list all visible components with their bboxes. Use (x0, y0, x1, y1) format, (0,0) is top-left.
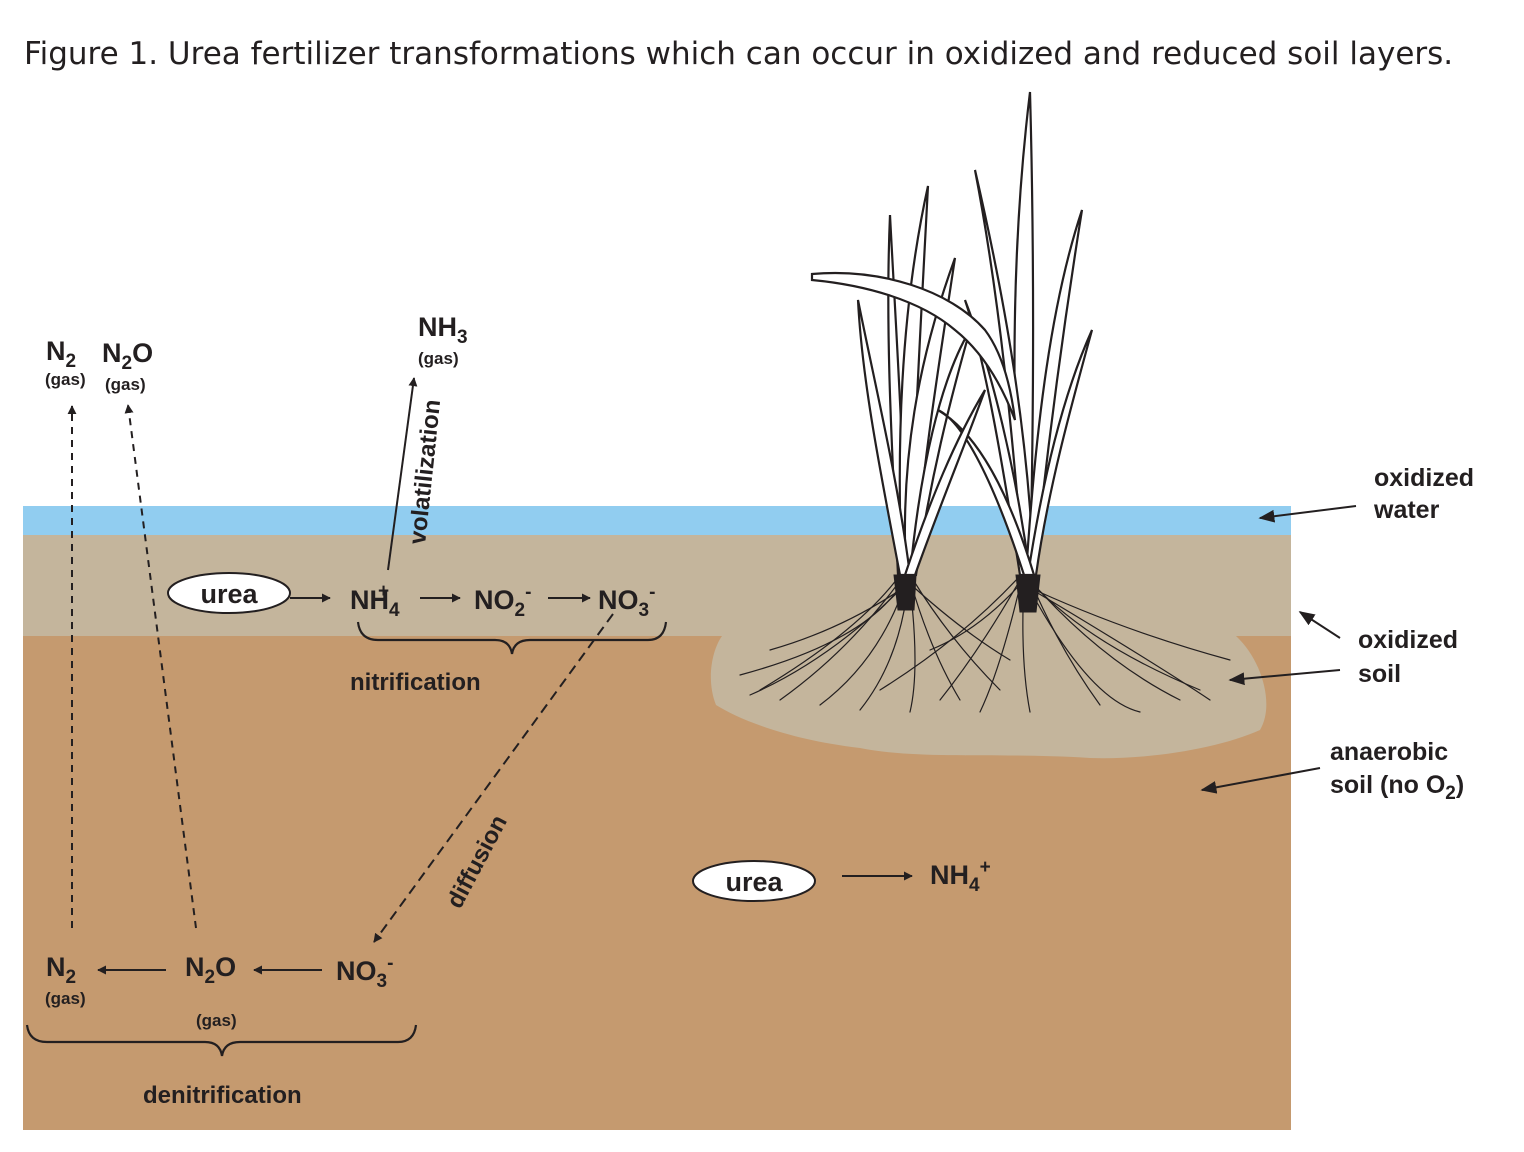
arrow-legend-oxidized-water (1258, 505, 1357, 523)
n2-gas-top: N2 (gas) (45, 336, 86, 389)
gas-label: (gas) (45, 370, 86, 389)
n2o-anaerobic: N2O (gas) (185, 952, 237, 1030)
legend-oxidized-water-line1: oxidized (1374, 464, 1474, 492)
svg-text:NO2-: NO2- (474, 582, 531, 621)
subscript: 4 (389, 600, 400, 621)
nh4-oxidized: NH4 + (350, 581, 400, 621)
subscript: 2 (1445, 783, 1456, 804)
species-symbol: NO (474, 585, 515, 615)
gas-label: (gas) (196, 1011, 237, 1030)
subscript: 2 (66, 351, 77, 372)
species-symbol: NH (418, 312, 457, 342)
species-symbol: NH (930, 860, 969, 890)
nitrification-brace (356, 621, 668, 655)
subscript: 3 (639, 600, 650, 621)
charge-plus: + (378, 581, 389, 602)
n2-anaerobic: N2 (gas) (45, 952, 86, 1008)
svg-text:N2: N2 (46, 952, 76, 988)
no2-oxidized: NO2- (474, 582, 531, 621)
arrow-diffusion (373, 613, 614, 943)
charge-minus: - (387, 953, 393, 974)
arrow-n2o-gas-escape (124, 404, 197, 929)
oxidized-water-layer (23, 506, 1291, 535)
subscript: 2 (122, 353, 133, 374)
svg-text:NO3-: NO3- (336, 953, 393, 992)
legend-oxidized-soil-line2: soil (1358, 660, 1401, 688)
subscript: 2 (515, 600, 526, 621)
legend-anaerobic-line1: anaerobic (1330, 738, 1448, 766)
urea-pill-anaerobic: urea (692, 860, 816, 902)
gas-label: (gas) (418, 349, 459, 368)
nh4-anaerobic: NH4+ (930, 857, 991, 896)
nitrification-label: nitrification (350, 669, 481, 696)
subscript: 2 (205, 967, 216, 988)
arrow-legend-oxidized-soil (1298, 611, 1341, 639)
svg-text:N2: N2 (46, 336, 76, 372)
charge-minus: - (649, 582, 655, 603)
gas-label: (gas) (105, 375, 146, 394)
arrow-volatilization (387, 377, 418, 571)
species-symbol: NO (336, 956, 377, 986)
svg-text:N2O: N2O (102, 338, 153, 374)
arrow-legend-anaerobic-soil (1200, 767, 1321, 794)
legend-oxidized-soil-line1: oxidized (1358, 626, 1458, 654)
legend-oxidized-water-line2: water (1373, 496, 1440, 524)
subscript: 3 (377, 971, 388, 992)
element-symbol: O (215, 952, 236, 982)
subscript: 2 (66, 967, 77, 988)
charge-plus: + (980, 857, 991, 878)
urea-pill-oxidized: urea (167, 572, 291, 614)
denitrification-label: denitrification (143, 1082, 302, 1109)
urea-label: urea (725, 867, 783, 897)
denitrification-brace (25, 1024, 418, 1057)
element-symbol: N (46, 952, 66, 982)
figure-caption: Figure 1. Urea fertilizer transformation… (24, 36, 1454, 72)
n2o-gas-top: N2O (gas) (102, 338, 153, 394)
no3-oxidized: NO3- (598, 582, 655, 621)
no3-anaerobic: NO3- (336, 953, 393, 992)
gas-label: (gas) (45, 989, 86, 1008)
rice-plant-illustration (739, 91, 1231, 713)
closing-paren: ) (1456, 771, 1464, 799)
reaction-arrows (67, 377, 1357, 975)
element-symbol: N (185, 952, 205, 982)
subscript: 3 (457, 327, 468, 348)
svg-text:N2O: N2O (185, 952, 236, 988)
rhizosphere-oxidized-zone (710, 636, 1267, 759)
svg-text:NO3-: NO3- (598, 582, 655, 621)
legend-anaerobic-text: soil (no O (1330, 771, 1445, 799)
svg-text:NH4+: NH4+ (930, 857, 991, 896)
legend-anaerobic-line2: soil (no O2) (1330, 771, 1464, 804)
species-symbol: NO (598, 585, 639, 615)
charge-minus: - (525, 582, 531, 603)
svg-text:NH3: NH3 (418, 312, 468, 348)
element-symbol: O (132, 338, 153, 368)
svg-text:NH4: NH4 (350, 585, 400, 621)
urea-label: urea (200, 579, 258, 609)
subscript: 4 (969, 875, 980, 896)
element-symbol: N (46, 336, 66, 366)
species-symbol: NH (350, 585, 389, 615)
nh3-gas: NH3 (gas) (418, 312, 468, 368)
arrow-legend-rhizosphere-soil (1228, 669, 1341, 686)
element-symbol: N (102, 338, 122, 368)
